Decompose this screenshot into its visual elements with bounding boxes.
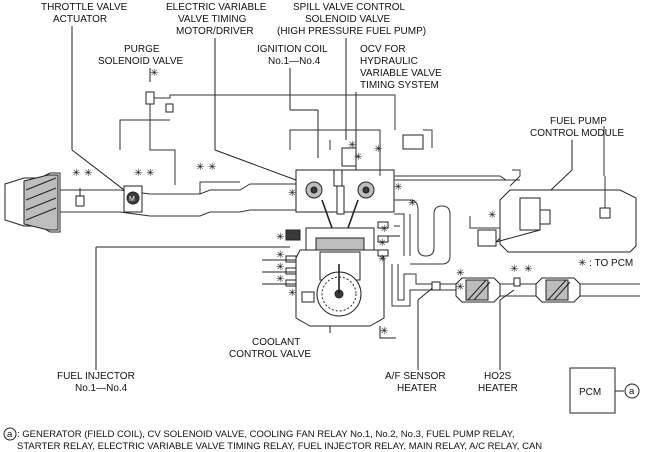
svg-text:CONTROL MODULE: CONTROL MODULE [530, 128, 624, 139]
pcm-markers: ✳✳✳✳✳✳✳✳✳✳✳✳✳✳✳✳✳✳✳✳✳✳✳✳✳✳✳ [72, 68, 532, 337]
svg-text:THROTTLE VALVE: THROTTLE VALVE [41, 2, 128, 13]
svg-text:A/F SENSOR: A/F SENSOR [385, 371, 446, 382]
label-ho2s-heater: HO2S HEATER [478, 371, 518, 394]
pcm-marker: ✳ [488, 210, 496, 221]
pcm-marker: ✳ [276, 232, 284, 243]
label-spill-valve-control: SPILL VALVE CONTROL SOLENOID VALVE (HIGH… [277, 2, 426, 37]
label-ocv: OCV FOR HYDRAULIC VARIABLE VALVE TIMING … [360, 44, 442, 91]
pcm-marker: ✳ [524, 264, 532, 275]
pcm-marker: ✳ [146, 168, 154, 179]
pcm-marker: ✳ [510, 264, 518, 275]
leader-lines [71, 26, 573, 370]
svg-text:(HIGH PRESSURE FUEL PUMP): (HIGH PRESSURE FUEL PUMP) [277, 26, 426, 37]
svg-text:VALVE TIMING: VALVE TIMING [178, 14, 247, 25]
svg-text:ACTUATOR: ACTUATOR [53, 14, 107, 25]
pcm-marker: ✳ [276, 274, 284, 285]
label-coolant-control-valve: COOLANT CONTROL VALVE [229, 337, 311, 360]
pcm-marker: ✳ [72, 168, 80, 179]
engine-block [285, 147, 395, 327]
svg-text:COOLANT: COOLANT [252, 337, 300, 348]
svg-text:HO2S: HO2S [484, 371, 512, 382]
svg-text:: GENERATOR (FIELD COIL), CV S: : GENERATOR (FIELD COIL), CV SOLENOID VA… [17, 429, 515, 440]
svg-text:HYDRAULIC: HYDRAULIC [360, 56, 418, 67]
svg-text:PURGE: PURGE [124, 44, 160, 55]
svg-text:VARIABLE VALVE: VARIABLE VALVE [360, 68, 442, 79]
pcm-box: PCM a [569, 367, 640, 414]
pcm-marker: ✳ [196, 162, 204, 173]
svg-text:HEATER: HEATER [478, 383, 518, 394]
svg-text:SPILL VALVE CONTROL: SPILL VALVE CONTROL [293, 2, 406, 13]
pcm-marker: ✳ [456, 282, 464, 293]
wiring [119, 119, 605, 339]
pcm-marker: ✳ [276, 262, 284, 273]
intake-system: M [4, 91, 433, 233]
label-evvt-motor-driver: ELECTRIC VARIABLE VALVE TIMING MOTOR/DRI… [166, 2, 267, 37]
pcm-marker: ✳ [380, 224, 388, 235]
svg-text:FUEL PUMP: FUEL PUMP [550, 116, 607, 127]
svg-text:SOLENOID VALVE: SOLENOID VALVE [98, 56, 184, 67]
pcm-marker: ✳ [408, 198, 416, 209]
svg-text:OCV FOR: OCV FOR [360, 44, 406, 55]
pcm-marker: ✳ [354, 152, 362, 163]
pcm-marker: ✳ [378, 238, 386, 249]
svg-text:ELECTRIC VARIABLE: ELECTRIC VARIABLE [166, 2, 267, 13]
svg-text:a: a [629, 386, 635, 397]
pcm-marker: ✳ [380, 326, 388, 337]
label-fuel-pump-control-module: FUEL PUMP CONTROL MODULE [530, 116, 624, 139]
svg-text:HEATER: HEATER [397, 383, 437, 394]
svg-text:No.1—No.4: No.1—No.4 [75, 383, 128, 394]
pcm-marker: ✳ [378, 254, 386, 265]
pcm-marker: ✳ [374, 144, 382, 155]
svg-text:PCM: PCM [579, 387, 601, 398]
pcm-marker: ✳ [134, 168, 142, 179]
pcm-marker: ✳ [150, 68, 158, 79]
pcm-marker: ✳ [208, 162, 216, 173]
svg-text:a: a [7, 429, 13, 440]
pcm-marker: ✳ [276, 250, 284, 261]
svg-text:IGNITION COIL: IGNITION COIL [257, 44, 328, 55]
svg-text:MOTOR/DRIVER: MOTOR/DRIVER [176, 26, 254, 37]
pcm-marker: ✳ [394, 182, 402, 193]
svg-text:No.1—No.4: No.1—No.4 [268, 56, 321, 67]
label-af-sensor-heater: A/F SENSOR HEATER [385, 371, 446, 394]
svg-text:STARTER RELAY, ELECTRIC VARIAB: STARTER RELAY, ELECTRIC VARIABLE VALVE T… [17, 441, 542, 452]
pcm-marker: ✳ [84, 168, 92, 179]
pcm-marker: ✳ [348, 140, 356, 151]
svg-text:FUEL INJECTOR: FUEL INJECTOR [57, 371, 135, 382]
label-purge-solenoid-valve: PURGE SOLENOID VALVE [98, 44, 184, 67]
pcm-marker: ✳ [288, 288, 296, 299]
label-to-pcm: ✳ : TO PCM [578, 258, 633, 269]
svg-text:SOLENOID VALVE: SOLENOID VALVE [305, 14, 391, 25]
fuel-tank [394, 169, 637, 253]
pcm-marker: ✳ [456, 268, 464, 279]
pcm-marker: ✳ [288, 188, 296, 199]
footnote: a : GENERATOR (FIELD COIL), CV SOLENOID … [3, 427, 542, 452]
label-ignition-coil: IGNITION COIL No.1—No.4 [257, 44, 328, 67]
label-throttle-valve-actuator: THROTTLE VALVE ACTUATOR [41, 2, 128, 25]
svg-text:TIMING SYSTEM: TIMING SYSTEM [360, 80, 439, 91]
svg-text:M: M [129, 196, 135, 203]
svg-text:CONTROL VALVE: CONTROL VALVE [229, 349, 311, 360]
label-fuel-injector: FUEL INJECTOR No.1—No.4 [57, 371, 135, 394]
exhaust-system [391, 199, 640, 307]
